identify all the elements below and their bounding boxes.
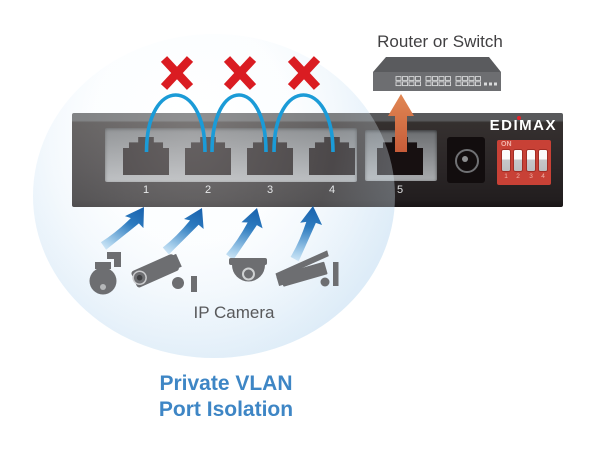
rack-switch-more-ports-dots	[484, 82, 497, 86]
rj45-port-2-icon	[185, 137, 231, 175]
rack-switch-icon	[373, 57, 501, 91]
brand-logo-dot	[517, 116, 521, 120]
five-port-switch-icon: 1 2 3 4 5 EDIMAX ON 1 2 3 4	[72, 113, 563, 207]
rj45-port-4-icon	[309, 137, 355, 175]
port-label-4: 4	[328, 184, 336, 196]
dip-number-4: 4	[541, 173, 545, 180]
power-jack-ring	[455, 149, 479, 173]
dip-switch-block: ON 1 2 3 4	[497, 140, 551, 185]
port-label-3: 3	[266, 184, 274, 196]
dip-switch-2	[514, 150, 522, 171]
caption-line-1: Private VLAN	[159, 372, 293, 395]
router-or-switch-label: Router or Switch	[377, 32, 503, 51]
port-label-5: 5	[396, 184, 404, 196]
rj45-port-5-icon	[377, 137, 423, 175]
dip-switch-1	[502, 150, 510, 171]
caption: Private VLAN Port Isolation	[90, 371, 362, 422]
power-jack-icon	[447, 137, 485, 183]
dip-number-1: 1	[504, 173, 508, 180]
dip-on-label: ON	[501, 141, 512, 148]
ip-camera-label: IP Camera	[193, 303, 275, 322]
dip-number-3: 3	[529, 173, 533, 180]
rack-switch-ports	[395, 76, 481, 87]
brand-logo: EDIMAX	[489, 117, 557, 134]
port-label-1: 1	[142, 184, 150, 196]
rj45-port-1-icon	[123, 137, 169, 175]
dip-number-2: 2	[516, 173, 520, 180]
port-label-2: 2	[204, 184, 212, 196]
dip-switch-3	[527, 150, 535, 171]
power-jack-pin	[462, 156, 468, 162]
dip-switch-4	[539, 150, 547, 171]
caption-line-2: Port Isolation	[158, 397, 294, 421]
rj45-port-3-icon	[247, 137, 293, 175]
